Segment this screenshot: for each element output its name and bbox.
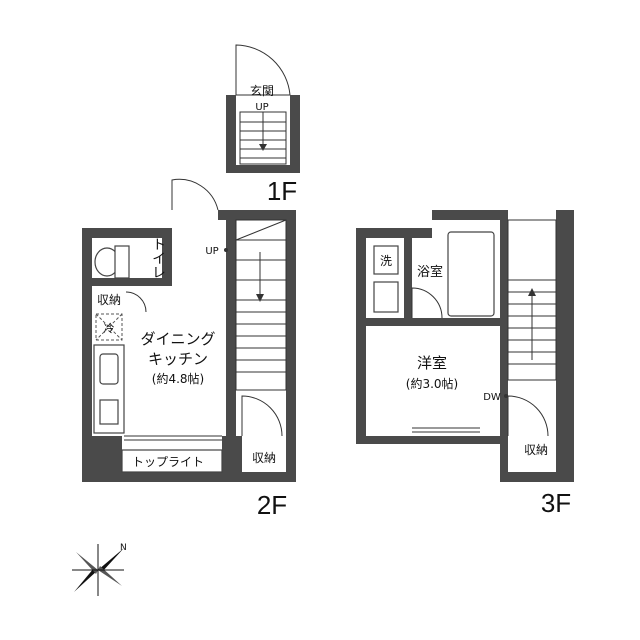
wall-3f-bottom-left: [356, 436, 502, 444]
wall-2f-bottom-block: [82, 436, 122, 482]
wall-2f-bottom-mid: [222, 436, 242, 482]
entrance-door: [235, 44, 291, 96]
wall-1f-left: [226, 95, 236, 173]
stove-icon: [99, 399, 119, 425]
floor-label-3f: 3F: [541, 488, 571, 518]
wall-1f-bottom: [226, 165, 300, 173]
room-dining-size: (約4.8帖): [152, 371, 204, 386]
room-western: 洋室: [417, 354, 447, 372]
stair-2f: [235, 219, 287, 391]
room-dining-line2: キッチン: [148, 350, 208, 368]
sink-icon: [99, 353, 119, 385]
fridge-label: 冷: [104, 322, 115, 335]
wall-2f-left: [82, 228, 92, 482]
stair-3f: [507, 219, 557, 381]
floor-label-2f: 2F: [257, 490, 287, 520]
room-storage-right: 収納: [252, 451, 276, 465]
toilet-fixture: [94, 245, 130, 279]
fridge-space: [95, 313, 123, 341]
wall-3f-bottom-right: [500, 472, 574, 482]
door-2f-top: [171, 178, 219, 211]
floor-label-1f: 1F: [267, 176, 297, 206]
stair-up-label-2f: UP: [205, 246, 218, 257]
dw-label: DW: [483, 392, 501, 403]
room-bath: 浴室: [417, 264, 443, 280]
wall-2f-stair-left: [226, 220, 236, 436]
door-3f-storage: [507, 395, 549, 437]
door-3f-bath: [411, 287, 443, 319]
floor-1f: 玄関 UP 1F: [226, 44, 300, 206]
toplight: [121, 449, 223, 473]
wall-3f-bath-bottom: [366, 318, 500, 326]
compass-icon: N: [72, 543, 127, 596]
wall-2f-toilet: [162, 228, 172, 278]
wall-3f-top-left: [356, 228, 432, 238]
stair-1f: [239, 111, 287, 165]
washer-label: 洗: [380, 254, 392, 268]
floor-2f: トイレ 収納 冷 ダイニング キッチン (約4.8帖) トップライト UP: [82, 178, 296, 520]
stair-up-label-1f: UP: [255, 102, 268, 113]
washbasin: [373, 281, 399, 313]
room-storage-3f: 収納: [524, 443, 548, 457]
room-dining-line1: ダイニング: [140, 330, 215, 348]
wall-2f-top-left: [82, 228, 162, 238]
room-western-size: (約3.0帖): [406, 376, 458, 391]
room-entrance: 玄関: [250, 83, 274, 98]
wall-3f-top-mid: [432, 210, 508, 220]
wall-2f-toilet-bottom: [92, 278, 172, 286]
wall-3f-right: [556, 210, 574, 482]
toplight-label: トップライト: [132, 455, 204, 469]
wall-3f-bath-divider: [404, 238, 412, 318]
compass-north-label: N: [120, 543, 127, 553]
floor-3f: 洗 浴室 洋室 (約3.0帖) DW 収納 3F: [356, 210, 574, 518]
room-storage-left: 収納: [97, 293, 121, 307]
washer-space: [373, 245, 399, 275]
wall-1f-right: [290, 95, 300, 173]
wall-2f-bottom: [82, 472, 296, 482]
door-2f-storage: [241, 395, 283, 437]
wall-3f-stair-left: [500, 210, 508, 482]
room-toilet: トイレ: [150, 237, 166, 279]
bathtub: [447, 231, 495, 317]
wall-2f-top-right: [218, 210, 294, 220]
wall-3f-left: [356, 228, 366, 444]
wall-2f-right: [286, 210, 296, 482]
